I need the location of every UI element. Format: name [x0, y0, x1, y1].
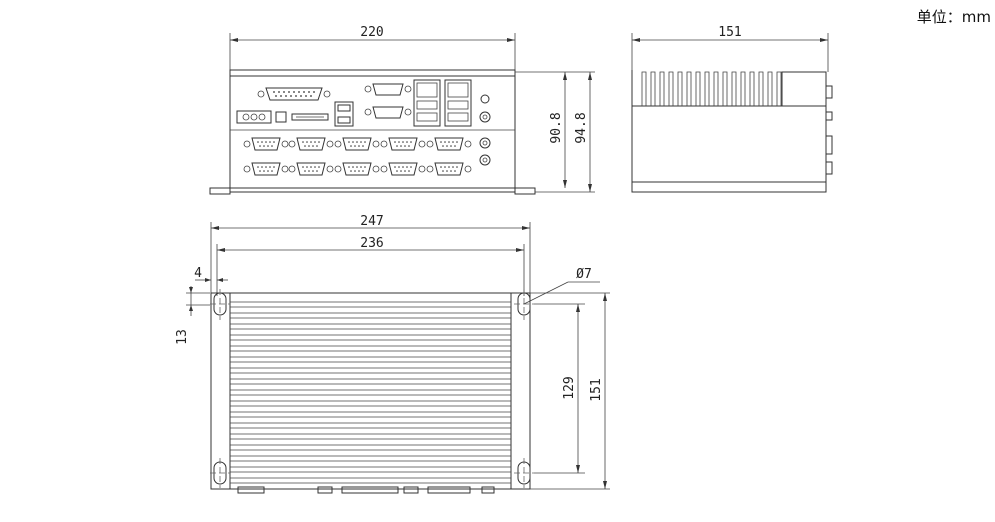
db9-connector: [334, 137, 380, 151]
bottom-depth-dimension: 151: [589, 378, 604, 401]
front-width-dimension: 220: [360, 25, 383, 40]
db9-connector: [426, 137, 472, 151]
bottom-edge-offset-dimension: 4: [194, 266, 202, 281]
front-height-inner-dimension: 90.8: [549, 112, 564, 143]
db9-connector: [243, 162, 289, 176]
bottom-hole-diameter-label: Ø7: [576, 267, 592, 282]
db9-connector: [380, 162, 426, 176]
db9-connector: [288, 162, 334, 176]
db9-connector: [288, 137, 334, 151]
heatsink-fins-bottom: [230, 301, 511, 484]
front-view: 220: [209, 25, 595, 195]
db9-connector: [426, 162, 472, 176]
bottom-hole-vertical-spacing-dimension: 129: [562, 376, 577, 399]
bottom-overall-width-dimension: 247: [360, 214, 383, 229]
side-view: 151: [631, 25, 833, 193]
db9-connector: [380, 137, 426, 151]
unit-label: 单位：mm: [916, 8, 991, 26]
serial-connectors: [243, 137, 472, 176]
bottom-hole-vertical-offset-dimension: 13: [175, 329, 190, 345]
heatsink-fins: [641, 71, 782, 106]
front-height-outer-dimension: 94.8: [574, 112, 589, 143]
db9-connector: [334, 162, 380, 176]
db9-connector: [243, 137, 289, 151]
mounting-holes: [210, 289, 534, 488]
bottom-view: 247 236 4 13: [175, 214, 610, 494]
bottom-hole-spacing-dimension: 236: [360, 236, 383, 251]
side-depth-dimension: 151: [718, 25, 741, 40]
